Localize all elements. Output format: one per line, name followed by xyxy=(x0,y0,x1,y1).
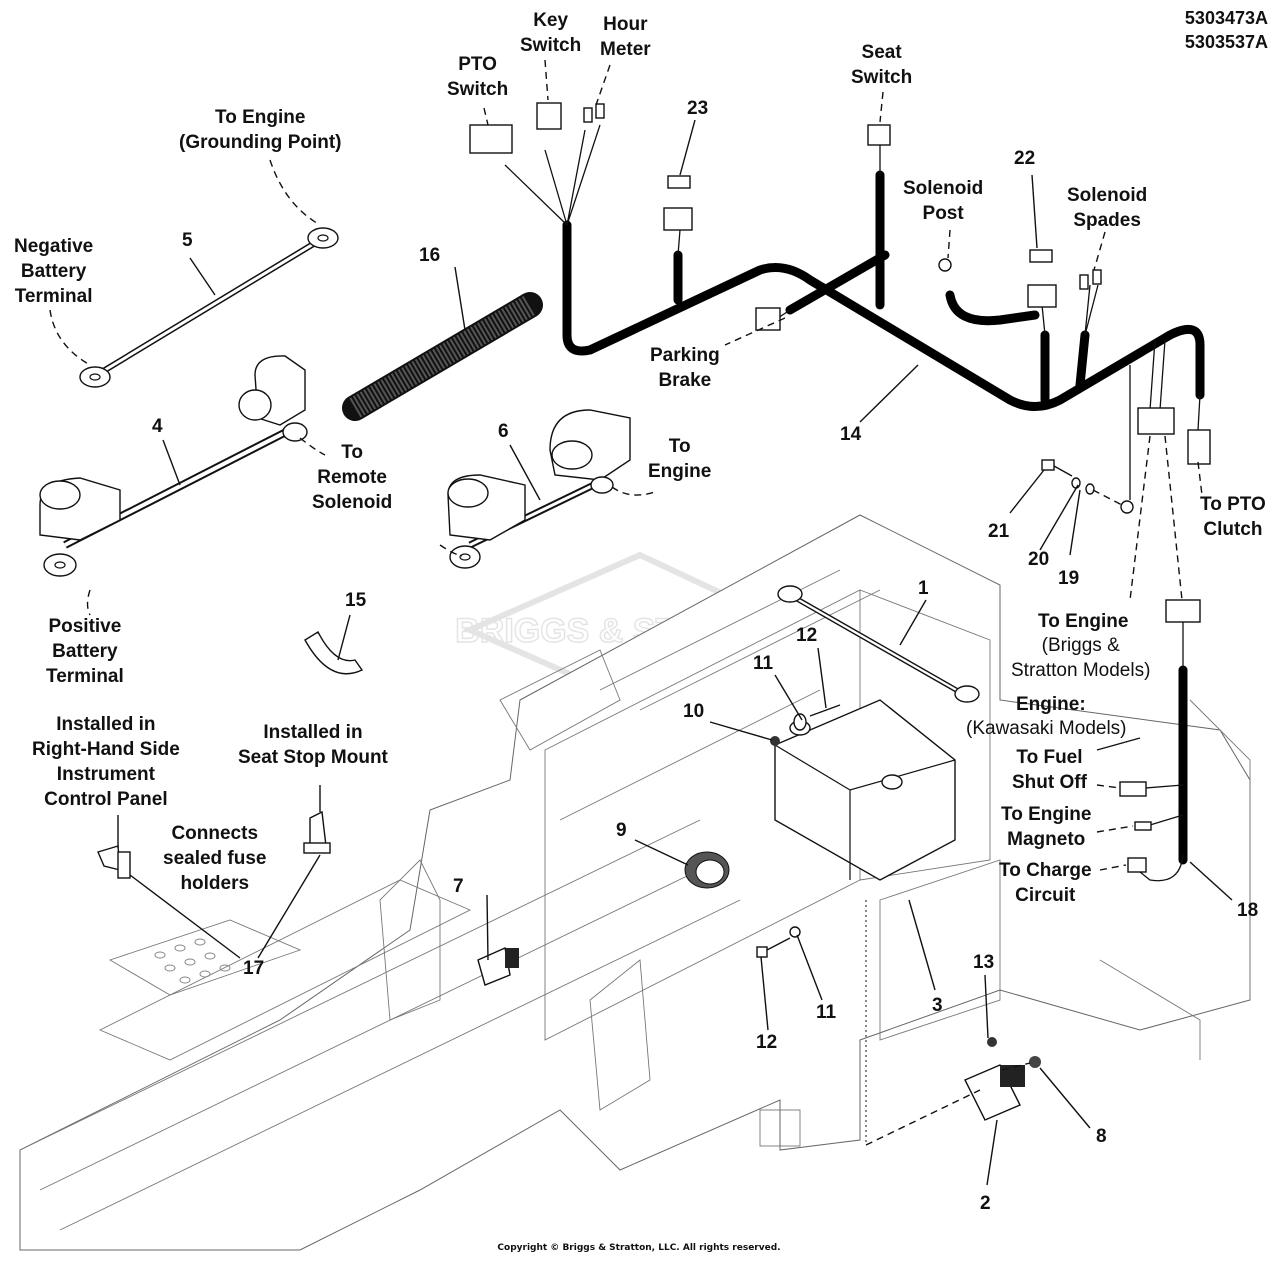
label-to-engine-bs-models: (Briggs & Stratton Models) xyxy=(1011,635,1151,681)
hardware xyxy=(756,459,1095,958)
label-to-fuel-shut-off: To Fuel Shut Off xyxy=(1012,747,1087,793)
label-positive-battery-terminal: Positive Battery Terminal xyxy=(46,616,124,687)
solenoid-post-terminal xyxy=(938,258,952,272)
label-to-remote-solenoid: To Remote Solenoid xyxy=(312,442,393,513)
label-connects-fuse-holders: Connects sealed fuse holders xyxy=(163,823,267,894)
callout-23: 23 xyxy=(687,98,709,119)
label-to-engine-magneto: To Engine Magneto xyxy=(1001,804,1092,850)
callout-13: 13 xyxy=(973,952,995,973)
callout-16: 16 xyxy=(419,245,441,266)
callout-7: 7 xyxy=(453,876,464,897)
seat-switch-connector xyxy=(867,124,891,146)
callout-6: 6 xyxy=(498,421,509,442)
label-to-charge-circuit: To Charge Circuit xyxy=(999,860,1092,906)
label-to-engine-bs-title: To Engine xyxy=(1038,611,1129,632)
label-hour-meter: Hour Meter xyxy=(600,14,651,60)
callout-22: 22 xyxy=(1014,148,1036,169)
callout-8: 8 xyxy=(1096,1126,1107,1147)
fuse-22 xyxy=(1029,249,1053,263)
nut-13 xyxy=(987,1037,997,1047)
part-number-list: 5303473A 5303537A xyxy=(1185,6,1268,54)
callout-5: 5 xyxy=(182,230,193,251)
connectors xyxy=(469,102,1211,873)
switch-7 xyxy=(477,946,519,986)
callout-2: 2 xyxy=(980,1193,991,1214)
callout-21: 21 xyxy=(988,521,1010,542)
key-switch-connector xyxy=(536,102,562,130)
callout-1: 1 xyxy=(918,578,929,599)
label-solenoid-spades: Solenoid Spades xyxy=(1067,185,1148,231)
part-number: 5303537A xyxy=(1184,32,1268,52)
callout-15: 15 xyxy=(345,590,367,611)
callout-10: 10 xyxy=(683,701,705,722)
callout-3: 3 xyxy=(932,995,943,1016)
label-key-switch: Key Switch xyxy=(520,10,582,56)
callout-20: 20 xyxy=(1028,549,1050,570)
engine-18-connector xyxy=(1165,599,1201,623)
split-loom-conduit xyxy=(342,292,543,421)
pto-switch-connector xyxy=(469,124,513,154)
dashed-leaders xyxy=(49,59,1203,1146)
engine-cable xyxy=(447,409,631,569)
pto-clutch-connector xyxy=(1187,429,1211,465)
cable-tie-strap xyxy=(304,631,364,675)
battery-hold-down xyxy=(777,585,980,703)
label-engine-kawasaki-title: Engine: xyxy=(1016,694,1086,715)
label-pto-switch: PTO Switch xyxy=(447,54,509,100)
label-engine-kawasaki-models: (Kawasaki Models) xyxy=(966,718,1127,739)
callout-11-upper: 11 xyxy=(753,653,774,674)
callout-12-upper: 12 xyxy=(796,625,818,646)
label-installed-rh-panel: Installed in Right-Hand Side Instrument … xyxy=(32,714,180,810)
grommet xyxy=(684,851,730,889)
label-to-engine-grounding: To Engine (Grounding Point) xyxy=(179,107,342,153)
part-number: 5303473A xyxy=(1184,8,1268,28)
callout-9: 9 xyxy=(616,820,627,841)
label-parking-brake: Parking Brake xyxy=(650,345,720,391)
callout-leaders xyxy=(117,119,1233,1186)
label-seat-switch: Seat Switch xyxy=(851,42,913,88)
label-negative-battery-terminal: Negative Battery Terminal xyxy=(14,236,94,307)
label-to-pto-clutch: To PTO Clutch xyxy=(1200,494,1266,540)
copyright-notice: Copyright © Briggs & Stratton, LLC. All … xyxy=(497,1243,781,1253)
label-solenoid-post: Solenoid Post xyxy=(903,178,984,224)
callout-14: 14 xyxy=(840,424,862,445)
fuse-23 xyxy=(667,175,691,189)
callout-18: 18 xyxy=(1237,900,1259,921)
ground-cable xyxy=(79,227,339,388)
positive-cable xyxy=(39,355,308,577)
main-wire-harness xyxy=(504,124,1205,882)
fuel-shutoff-connector xyxy=(1119,781,1147,797)
label-installed-seat-stop: Installed in Seat Stop Mount xyxy=(238,722,388,768)
callout-12-lower: 12 xyxy=(756,1032,778,1053)
callout-19: 19 xyxy=(1058,568,1080,589)
magneto-connector xyxy=(1134,821,1152,831)
engine-connector xyxy=(1137,407,1175,435)
push-mount-clips xyxy=(97,810,331,879)
callout-17: 17 xyxy=(243,958,265,979)
starter-solenoid xyxy=(964,1037,1041,1121)
nut-8 xyxy=(1029,1056,1041,1068)
callout-4: 4 xyxy=(152,416,163,437)
charge-circuit-connector xyxy=(1127,857,1147,873)
label-to-engine: To Engine xyxy=(648,436,712,482)
parking-brake-connector xyxy=(755,307,781,331)
callout-11-lower: 11 xyxy=(816,1002,837,1023)
